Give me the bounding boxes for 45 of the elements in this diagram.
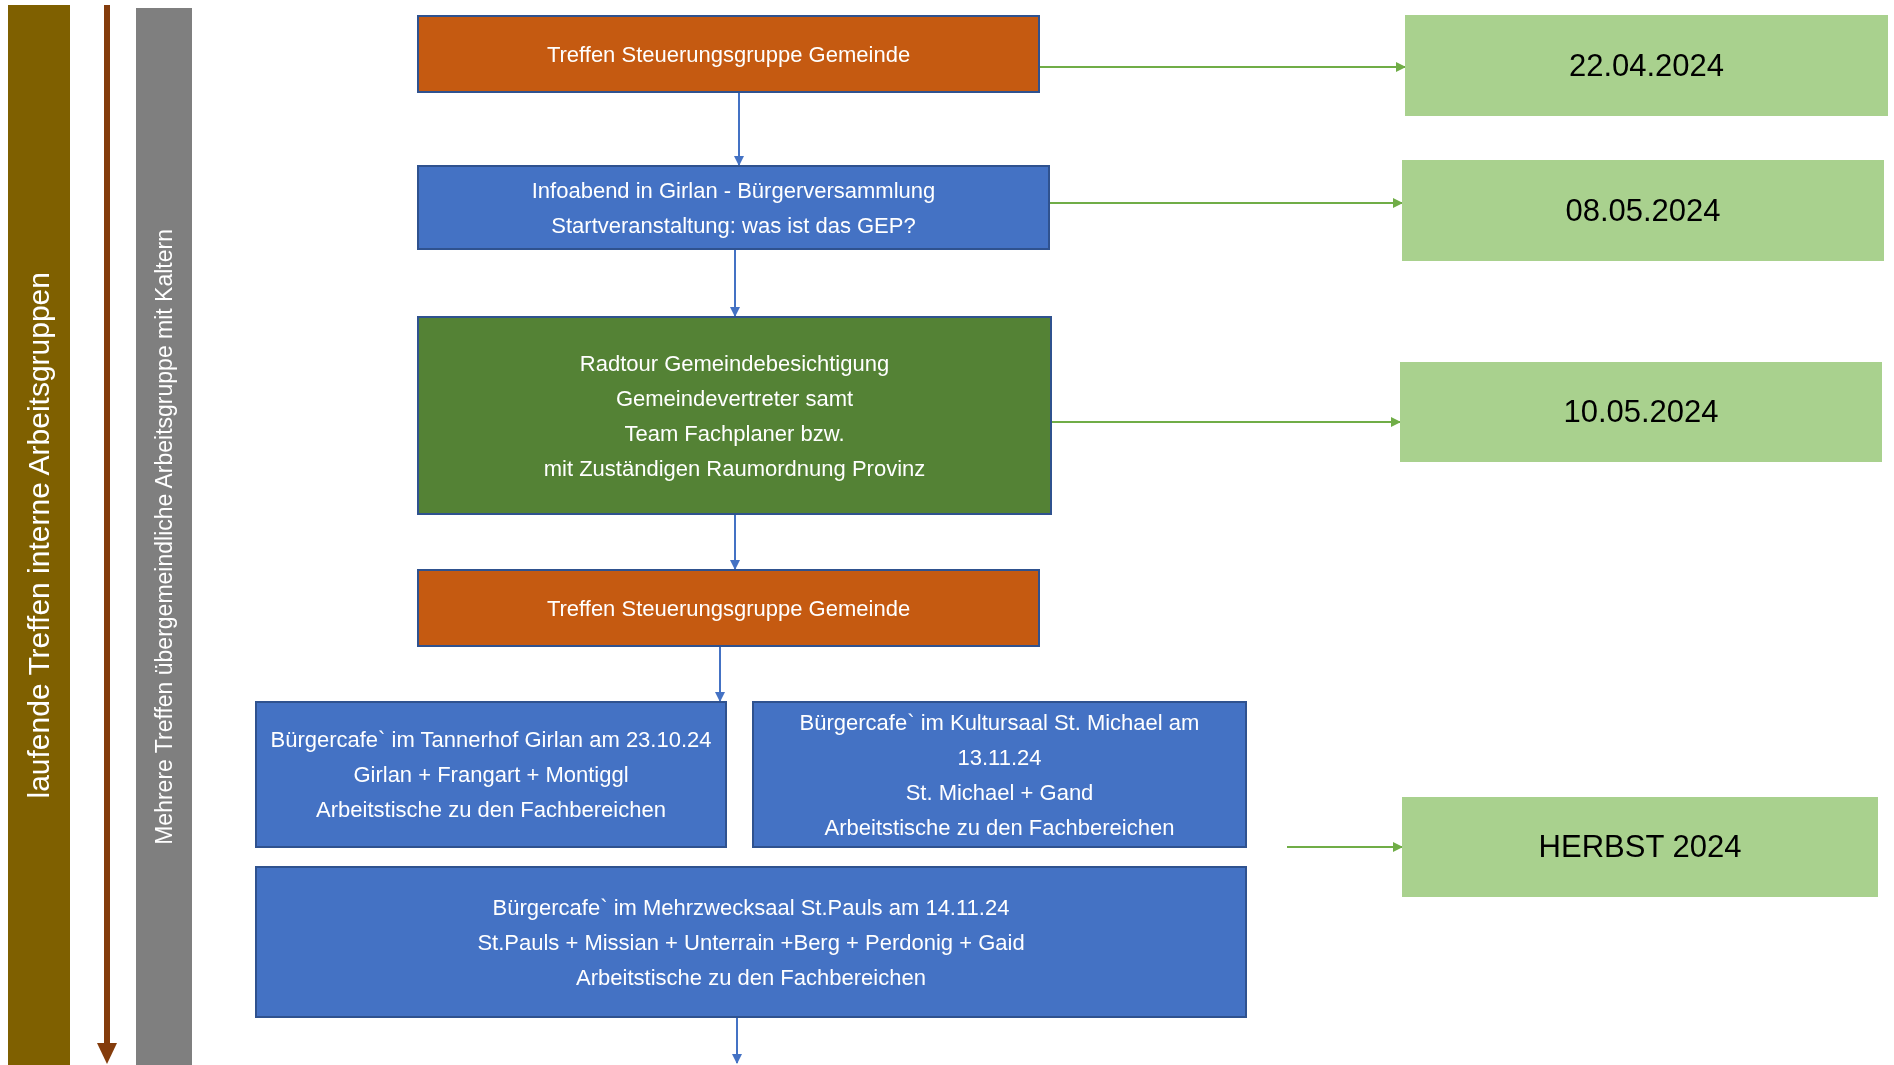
box-label: Startveranstaltung: was ist das GEP? [551,211,916,240]
box-label: Arbeitstische zu den Fachbereichen [824,813,1175,842]
box-label: Mehrere Treffen übergemeindliche Arbeitsgruppe mit Kaltern [150,228,178,845]
arrow [1049,198,1403,208]
box-label: mit Zuständigen Raumordnung Provinz [543,454,926,483]
arrow [732,1017,742,1064]
process-box [255,866,1247,1018]
box-label: St.Pauls + Missian + Unterrain +Berg + Perdonig + Gaid [477,928,1025,957]
box-label: Arbeitstische zu den Fachbereichen [316,796,666,824]
date-label: 10.05.2024 [1563,394,1719,430]
box-label: Team Fachplaner bzw. [624,419,845,448]
date-box [1402,797,1878,897]
side-band [136,8,192,1065]
box-label: St. Michael + Gand [905,778,1094,807]
box-label: Radtour Gemeindebesichtigung [579,349,890,378]
box-label: Infoabend in Girlan - Bürgerversammlung [531,176,936,205]
date-label: 08.05.2024 [1565,192,1721,229]
box-label: Bürgercafe` im Mehrzwecksaal St.Pauls am 14.11.24 [492,893,1010,922]
arrow [1051,417,1401,427]
date-box [1402,160,1884,261]
arrow [1286,842,1403,852]
box-label: laufende Treffen interne Arbeitsgruppen [22,271,56,799]
arrow [1039,62,1406,72]
date-box [1400,362,1882,462]
arrow [730,249,740,317]
process-box [752,701,1247,848]
arrow [715,646,725,702]
process-box [417,316,1052,515]
box-label: Treffen Steuerungsgruppe Gemeinde [546,40,911,69]
box-label: Arbeitstische zu den Fachbereichen [576,963,926,992]
box-label: Treffen Steuerungsgruppe Gemeinde [546,594,911,623]
date-label: HERBST 2024 [1538,829,1742,865]
process-box [255,701,727,848]
process-box [417,15,1040,93]
date-box [1405,15,1888,116]
side-band [8,5,70,1065]
box-label: Girlan + Frangart + Montiggl [353,761,629,789]
arrow [734,92,744,166]
arrow [730,514,740,570]
box-label: Gemeindevertreter samt [615,384,854,413]
process-box [417,569,1040,647]
box-label: Bürgercafe` im Kultursaal St. Michael am 13.11.24 [798,708,1201,772]
box-label: Bürgercafe` im Tannerhof Girlan am 23.10.24 [270,726,712,754]
process-box [417,165,1050,250]
date-label: 22.04.2024 [1568,47,1725,84]
